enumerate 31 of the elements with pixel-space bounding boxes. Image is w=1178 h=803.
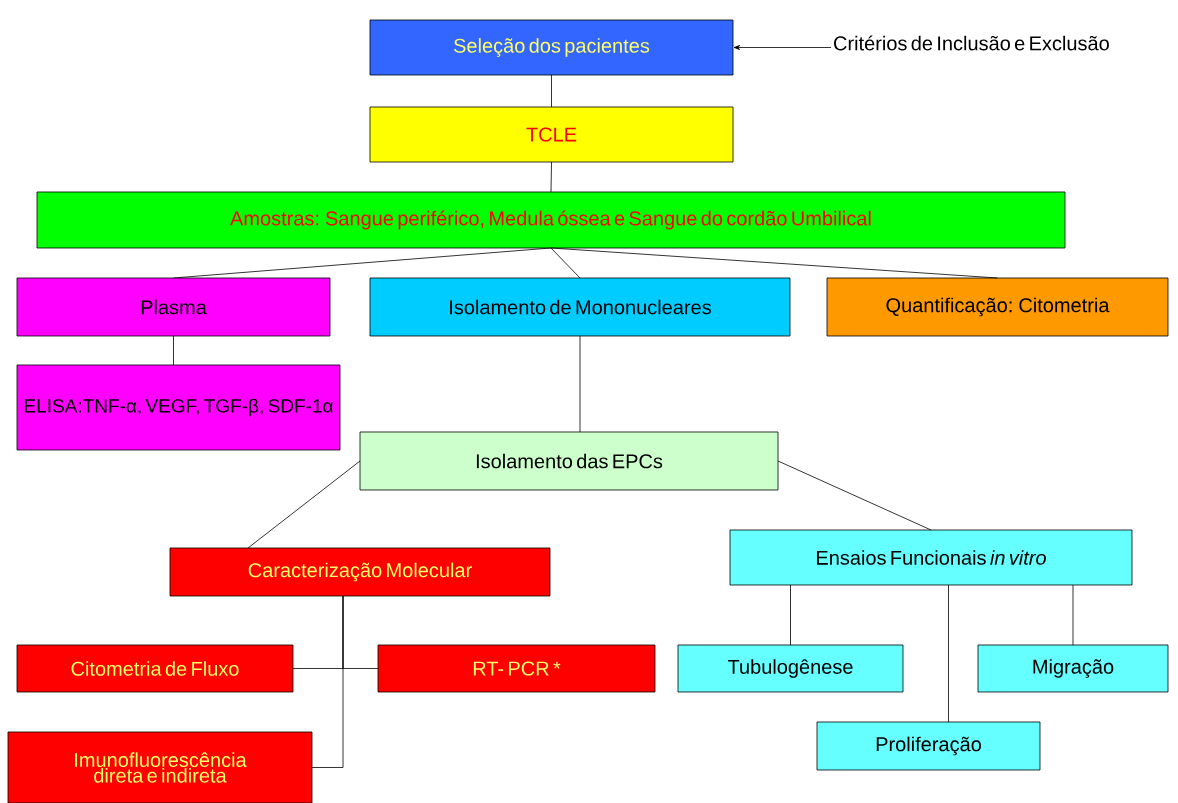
process-box: Caracterização Molecular xyxy=(169,547,551,597)
connector-line xyxy=(311,595,344,768)
process-box: Migração xyxy=(977,644,1169,693)
process-box: Tubulogênese xyxy=(677,644,904,693)
process-box: Isolamento de Mononucleares xyxy=(369,277,791,337)
connector-line xyxy=(550,161,552,193)
connector-line xyxy=(579,335,581,433)
connector-line xyxy=(173,335,174,366)
process-box: Plasma xyxy=(16,277,331,337)
connector-line xyxy=(948,584,949,723)
connector-line xyxy=(551,74,552,108)
connector-line xyxy=(550,247,581,279)
process-box: Proliferação xyxy=(816,721,1041,771)
note-text: Critérios de Inclusão e Exclusão xyxy=(834,35,1109,51)
connector-line xyxy=(550,247,998,279)
connector-line xyxy=(777,460,932,531)
process-box: TCLE xyxy=(369,106,734,163)
process-box: Ensaios Funcionais in vitro xyxy=(729,529,1133,586)
connector-line xyxy=(790,584,791,646)
process-box: Isolamento das EPCs xyxy=(359,431,779,491)
process-box: Seleção dos pacientes xyxy=(369,19,734,76)
connector-line xyxy=(247,460,361,549)
process-box: Amostras: Sangue periférico, Medula óssea e Sangue do cordão Umbilical xyxy=(36,191,1066,249)
process-box: ELISA:TNF-α, VEGF, TGF-β, SDF-1α xyxy=(16,364,341,451)
process-box: Quantificação: Citometria xyxy=(826,277,1169,337)
connector-line xyxy=(1072,584,1074,646)
process-box: Imunofluorescência direta e indireta xyxy=(7,731,313,803)
process-box: RT- PCR * xyxy=(377,644,656,693)
connector-line xyxy=(173,247,552,279)
process-box: Citometria de Fluxo xyxy=(16,644,294,693)
arrow xyxy=(733,45,832,50)
